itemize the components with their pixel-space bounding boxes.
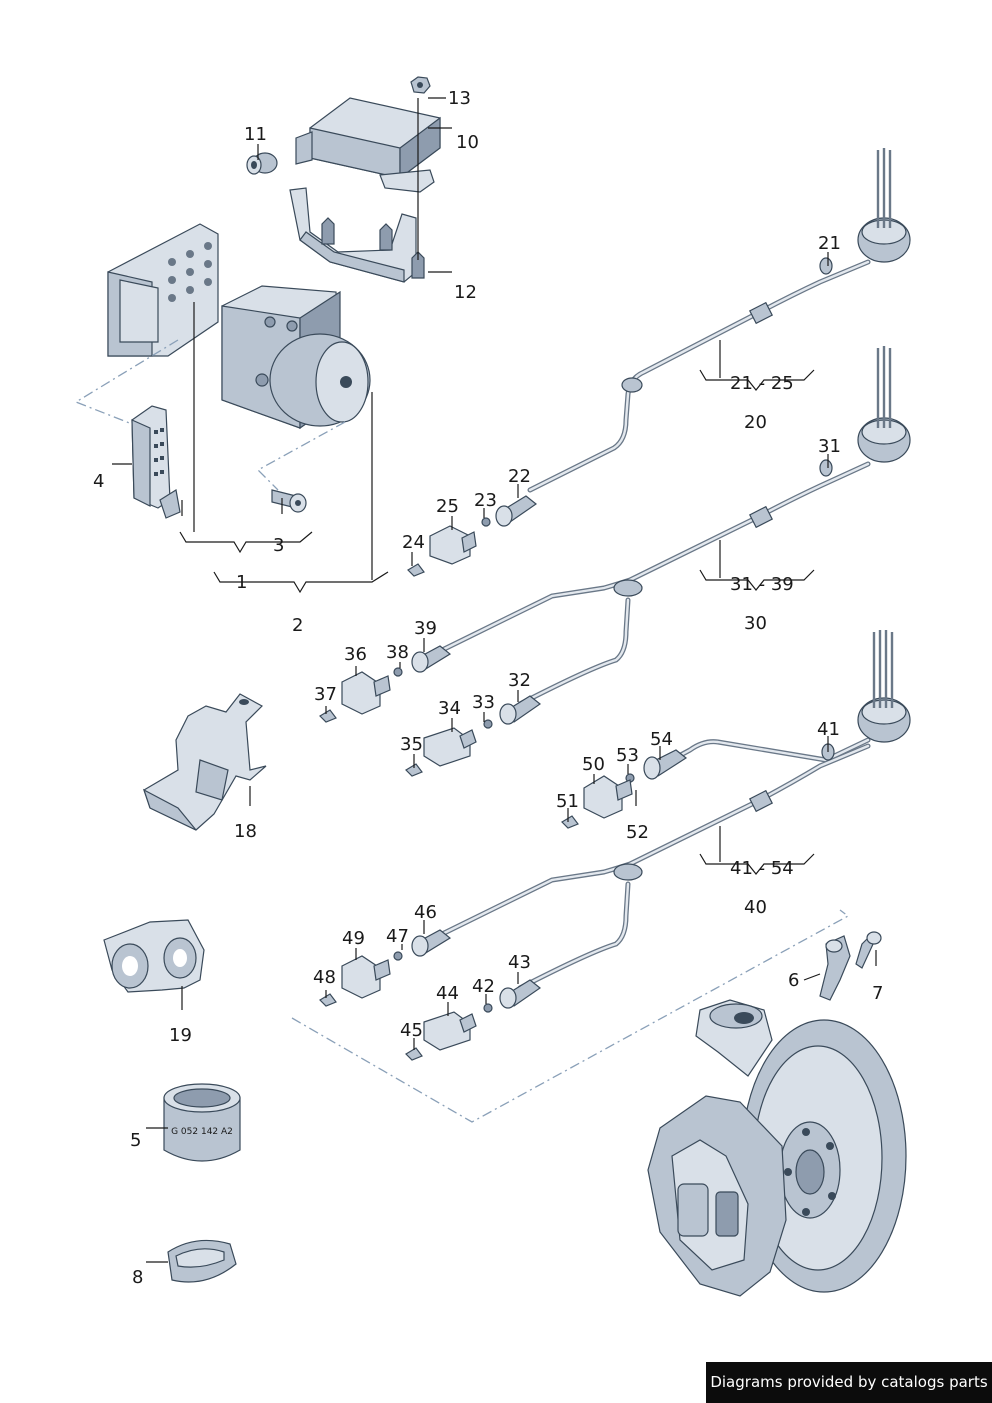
callout-18: 18: [234, 821, 257, 842]
callout-36: 36: [344, 644, 367, 665]
assembly-outline-bolt: [256, 421, 346, 491]
assembly-outline-sensor: [291, 909, 850, 1123]
connector-4[interactable]: [131, 405, 181, 519]
sensor-44: [405, 1011, 477, 1061]
callout-21: 21: [818, 233, 841, 254]
abs-control-unit-3[interactable]: [107, 223, 219, 357]
wheel-speed-sensor-6[interactable]: [819, 935, 851, 1001]
callout-10: 10: [456, 132, 479, 153]
callout-51: 51: [556, 791, 579, 812]
callout-45: 45: [400, 1020, 423, 1041]
bolt-7[interactable]: [855, 931, 882, 969]
callout-34: 34: [438, 698, 461, 719]
clip-19[interactable]: [103, 919, 205, 993]
callout-50: 50: [582, 754, 605, 775]
connector-54: [625, 749, 688, 783]
footer-attribution: Diagrams provided by catalogs parts: [706, 1362, 992, 1403]
grommet-11[interactable]: [246, 152, 278, 175]
callout-46: 46: [414, 902, 437, 923]
callout-33: 33: [472, 692, 495, 713]
leader-lines: [112, 97, 877, 1263]
callout-2: 2: [292, 615, 303, 636]
callout-23: 23: [474, 490, 497, 511]
callout-40: 40: [744, 897, 767, 918]
callout-35: 35: [400, 734, 423, 755]
hydraulic-unit-2[interactable]: [221, 285, 371, 430]
connector-32-33: [483, 695, 542, 729]
connector-42-43: [483, 979, 542, 1013]
callout-31-39: 31 - 39: [730, 574, 794, 595]
callout-41-54: 41 - 54: [730, 858, 794, 879]
callout-32: 32: [508, 670, 531, 691]
wiring-harness-40[interactable]: [319, 630, 911, 1061]
callout-5: 5: [130, 1130, 141, 1151]
connector-46-47: [393, 929, 452, 961]
control-module-10[interactable]: [295, 97, 441, 193]
sensor-34: [405, 727, 477, 777]
sensor-25: [407, 525, 477, 577]
callout-13: 13: [448, 88, 471, 109]
callout-21-25: 21 - 25: [730, 373, 794, 394]
callout-1: 1: [236, 572, 247, 593]
part-marking-text: G 052 142 A2: [171, 1127, 233, 1137]
brake-assembly: [647, 999, 907, 1297]
sensor-36: [319, 671, 391, 723]
callout-labels: 13 11 10 12 4 3 1 2 21 21 - 25 20 22 23 …: [93, 88, 883, 1288]
callout-47: 47: [386, 926, 409, 947]
callout-38: 38: [386, 642, 409, 663]
callout-8: 8: [132, 1267, 143, 1288]
callout-43: 43: [508, 952, 531, 973]
callout-12: 12: [454, 282, 477, 303]
callout-25: 25: [436, 496, 459, 517]
callout-42: 42: [472, 976, 495, 997]
callout-7: 7: [872, 983, 883, 1004]
callout-22: 22: [508, 466, 531, 487]
callout-53: 53: [616, 745, 639, 766]
grommet-8[interactable]: [167, 1239, 237, 1283]
wiring-harness-20[interactable]: [407, 148, 911, 577]
bracket-18[interactable]: [142, 693, 267, 831]
sleeve-5[interactable]: G 052 142 A2: [163, 1083, 241, 1162]
callout-41: 41: [817, 719, 840, 740]
bolt[interactable]: [271, 489, 307, 513]
callout-19: 19: [169, 1025, 192, 1046]
callout-11: 11: [244, 124, 267, 145]
callout-6: 6: [788, 970, 799, 991]
callout-4: 4: [93, 471, 104, 492]
callout-20: 20: [744, 412, 767, 433]
sensor-49: [319, 955, 391, 1007]
callout-39: 39: [414, 618, 437, 639]
callout-30: 30: [744, 613, 767, 634]
callout-49: 49: [342, 928, 365, 949]
mounting-bracket-12[interactable]: [289, 187, 425, 283]
connector-39: [393, 645, 452, 677]
callout-31: 31: [818, 436, 841, 457]
sensor-50: [561, 775, 633, 829]
callout-3: 3: [273, 535, 284, 556]
callout-24: 24: [402, 532, 425, 553]
callout-48: 48: [313, 967, 336, 988]
callout-54: 54: [650, 729, 673, 750]
callout-37: 37: [314, 684, 337, 705]
connector-22-23: [481, 495, 538, 527]
wiring-harness-30[interactable]: [319, 346, 911, 777]
callout-52: 52: [626, 822, 649, 843]
nut-13[interactable]: [410, 76, 431, 94]
callout-44: 44: [436, 983, 459, 1004]
